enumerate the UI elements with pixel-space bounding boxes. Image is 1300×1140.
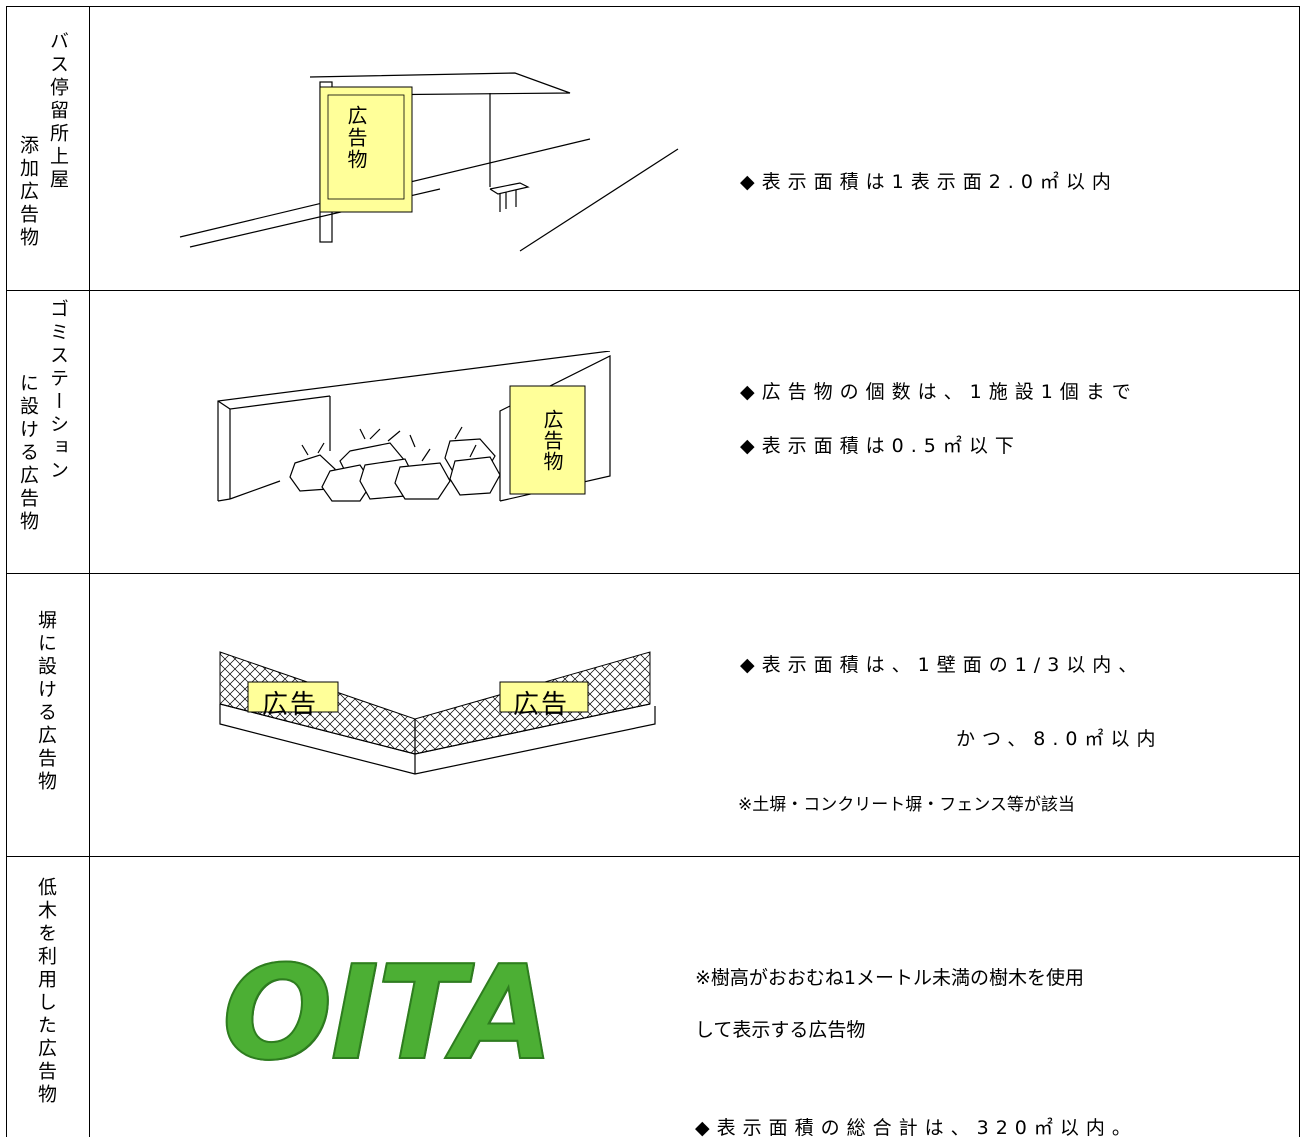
shrub-logo: OITA: [221, 936, 555, 1090]
regulation-table: バス停留所上屋 添加広告物 広告物: [6, 6, 1300, 1139]
row-label: 低木を利用した広告物: [7, 857, 90, 1137]
row-content: 広告 広告 ◆表示面積は、1壁面の1/3以内、 かつ、8.0㎡以内 ※土塀・コン…: [90, 574, 1299, 856]
label-col: ゴミステーション: [47, 299, 69, 483]
label-col: 添加広告物: [17, 135, 39, 250]
ad-label: 広告: [513, 690, 570, 720]
label-col: に設ける広告物: [17, 373, 39, 534]
rule-text: して表示する広告物: [695, 1019, 866, 1041]
rule-text: ◆広告物の個数は、1施設1個まで: [740, 381, 1138, 403]
ad-label: 広告物: [344, 105, 368, 171]
label-col: 塀に設ける広告物: [35, 610, 57, 794]
garbage-station-illustration: [217, 351, 611, 502]
row-fence: 塀に設ける広告物 広告 広告 ◆: [7, 574, 1299, 857]
ad-label: 広告物: [540, 409, 564, 472]
rule-text: ◆表示面積の総合計は、320㎡以内。: [695, 1117, 1138, 1139]
bus-stop-illustration: [179, 72, 679, 252]
row-content: 広告物 ◆広告物の個数は、1施設1個まで ◆表示面積は0.5㎡以下: [90, 291, 1299, 573]
rule-text: ◆表示面積は、1壁面の1/3以内、: [740, 654, 1145, 676]
row-content: OITA ※樹高がおおむね1メートル未満の樹木を使用 して表示する広告物 ◆表示…: [90, 857, 1299, 1139]
label-col: バス停留所上屋: [47, 31, 69, 192]
row-label: 塀に設ける広告物: [7, 574, 90, 856]
row-label: バス停留所上屋 添加広告物: [7, 7, 90, 290]
row-bus-stop: バス停留所上屋 添加広告物 広告物: [7, 7, 1299, 291]
rule-text: ※樹高がおおむね1メートル未満の樹木を使用: [695, 967, 1085, 989]
rule-text: かつ、8.0㎡以内: [956, 728, 1163, 750]
rule-text: ◆表示面積は1表示面2.0㎡以内: [740, 171, 1118, 193]
ad-label: 広告: [262, 690, 319, 720]
row-shrub: 低木を利用した広告物 OITA ※樹高がおおむね1メートル未満の樹木を使用 して…: [7, 857, 1299, 1139]
row-content: 広告物 ◆表示面積は1表示面2.0㎡以内: [90, 7, 1299, 290]
note-text: ※土塀・コンクリート塀・フェンス等が該当: [738, 795, 1075, 815]
row-garbage-station: ゴミステーション に設ける広告物: [7, 291, 1299, 574]
row-label: ゴミステーション に設ける広告物: [7, 291, 90, 573]
rule-text: ◆表示面積は0.5㎡以下: [740, 435, 1021, 457]
fence-illustration: [219, 651, 656, 775]
label-col: 低木を利用した広告物: [35, 877, 57, 1107]
